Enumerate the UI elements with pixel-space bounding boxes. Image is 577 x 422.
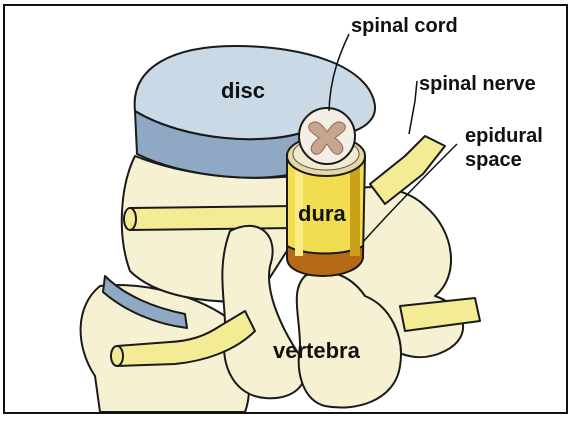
spinal-nerve-left-upper xyxy=(130,206,295,230)
label-epidural-space: space xyxy=(465,149,522,171)
label-spinal-cord: spinal cord xyxy=(351,15,458,37)
diagram-frame: spinal cord spinal nerve epidural space … xyxy=(3,4,568,414)
label-spinal-nerve: spinal nerve xyxy=(419,73,536,95)
label-disc: disc xyxy=(221,78,265,103)
leader-spinal-nerve xyxy=(409,81,417,134)
spine-anatomy-diagram: spinal cord spinal nerve epidural space … xyxy=(5,6,566,412)
label-vertebra: vertebra xyxy=(273,338,361,363)
label-dura: dura xyxy=(298,201,346,226)
label-epidural: epidural xyxy=(465,125,543,147)
nerve-cut-end-lower xyxy=(111,346,123,366)
nerve-cut-end xyxy=(124,208,136,230)
